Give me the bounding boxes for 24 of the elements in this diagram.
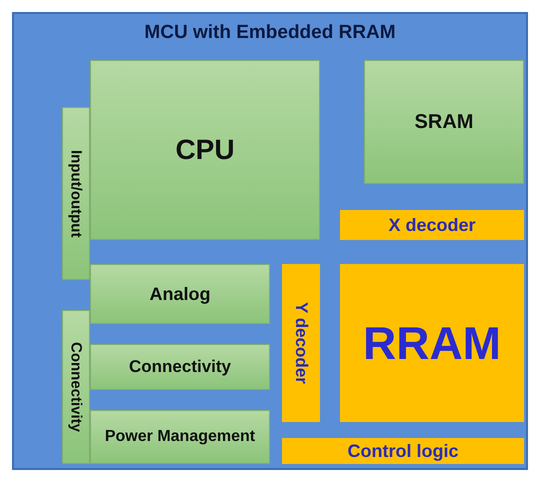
block-label: Y decoder <box>291 302 311 384</box>
function-block <box>90 60 320 240</box>
memory-block <box>340 210 524 240</box>
chip-label: MCU with Embedded RRAM <box>143 22 397 44</box>
block-label: RRAM <box>363 316 501 370</box>
block-label: Analog <box>150 284 210 304</box>
block-label: Connectivity <box>68 342 84 432</box>
chip-outline <box>12 12 528 470</box>
function-block <box>90 410 270 464</box>
function-block <box>90 344 270 390</box>
memory-block <box>340 264 524 422</box>
block-label: SRAM <box>414 110 474 134</box>
memory-block <box>282 438 524 464</box>
block-label: Connectivity <box>128 357 232 377</box>
function-block <box>364 60 524 184</box>
block-label: Input/output <box>68 150 84 238</box>
function-block <box>62 107 90 280</box>
function-block <box>90 264 270 324</box>
block-label: X decoder <box>388 214 476 236</box>
block-label: Power Management <box>104 428 256 446</box>
function-block <box>62 310 90 464</box>
memory-block <box>282 264 320 422</box>
block-label: CPU <box>175 134 235 166</box>
block-label: Control logic <box>348 440 458 462</box>
